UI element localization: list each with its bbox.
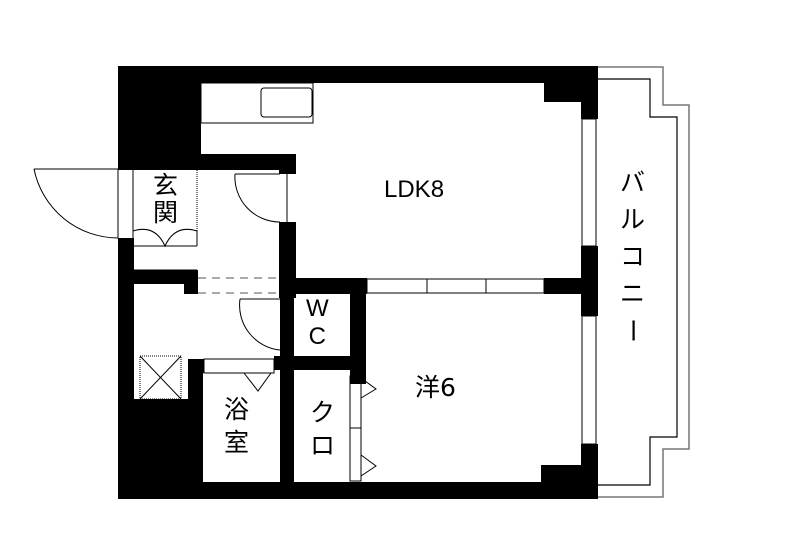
entrance-door-icon bbox=[33, 168, 119, 239]
balcony-char: ル bbox=[620, 205, 646, 234]
room-label-closet: ク ロ bbox=[310, 400, 335, 458]
closet-char: ク bbox=[310, 398, 336, 427]
bath-door-icon bbox=[243, 372, 272, 392]
kitchen-counter bbox=[200, 82, 314, 124]
room-label-entrance: 玄 関 bbox=[153, 173, 178, 225]
entrance-char: 玄 bbox=[153, 171, 179, 200]
room-label-balcony: バ ル コ ニ ー bbox=[618, 168, 648, 344]
balcony bbox=[596, 66, 690, 498]
wc-char: W bbox=[306, 295, 329, 322]
balcony-char: ー bbox=[618, 317, 648, 344]
shoe-cabinet-doors-icon bbox=[132, 228, 198, 248]
hall-door-icon bbox=[234, 173, 281, 223]
room-label-bath: 浴 室 bbox=[224, 397, 249, 455]
bath-char: 室 bbox=[224, 428, 250, 457]
room-label-western: 洋6 bbox=[415, 373, 456, 402]
fixtures bbox=[33, 82, 597, 482]
closet-char: ロ bbox=[310, 431, 336, 460]
closet-door-icon bbox=[360, 377, 377, 399]
closet-door-icon bbox=[360, 454, 377, 477]
walls bbox=[118, 66, 598, 499]
kitchen-sink-icon bbox=[260, 87, 313, 118]
washing-machine-pan-icon bbox=[139, 355, 182, 400]
bath-char: 浴 bbox=[224, 395, 250, 424]
room-label-wc: W C bbox=[306, 297, 329, 349]
wc-char: C bbox=[308, 323, 326, 350]
entrance-char: 関 bbox=[153, 198, 179, 227]
balcony-char: バ bbox=[620, 168, 646, 197]
balcony-char: コ bbox=[620, 242, 646, 271]
balcony-char: ニ bbox=[620, 279, 646, 308]
wc-door-icon bbox=[239, 298, 281, 351]
room-label-ldk: LDK8 bbox=[384, 176, 445, 203]
